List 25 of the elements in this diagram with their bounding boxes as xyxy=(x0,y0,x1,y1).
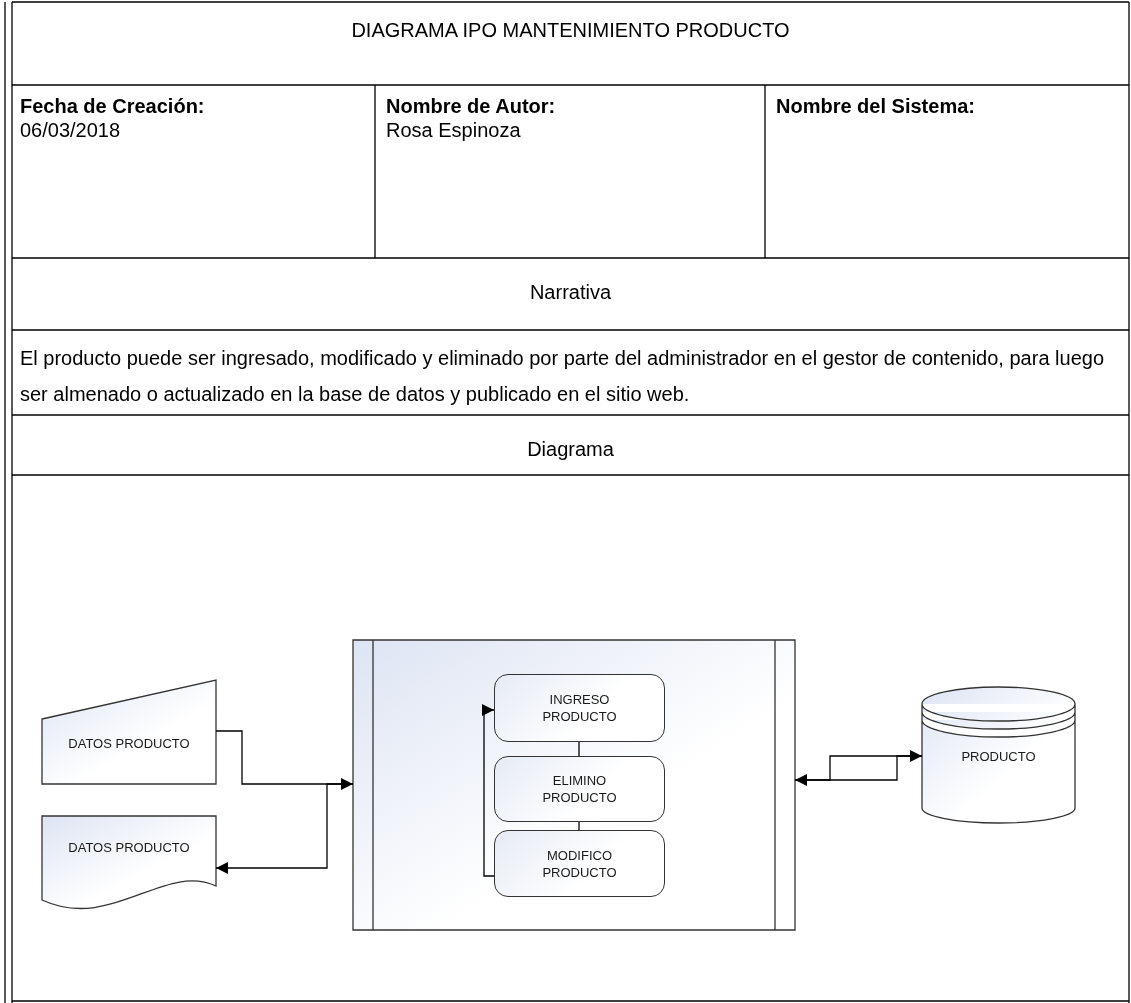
title: DIAGRAMA IPO MANTENIMIENTO PRODUCTO xyxy=(350,18,791,42)
section-heading: Diagrama xyxy=(526,437,615,461)
database-cylinder xyxy=(922,686,1075,823)
field-label: Nombre de Autor: xyxy=(386,94,557,118)
process-step-box xyxy=(494,674,665,742)
field-label: Fecha de Creación: xyxy=(20,94,206,118)
connector-line xyxy=(578,821,580,831)
node-label: ELIMINO PRODUCTO xyxy=(541,772,618,806)
section-heading: Narrativa xyxy=(528,280,613,304)
process-step-box xyxy=(494,756,665,822)
manual-input-shape xyxy=(42,680,216,784)
connector-line xyxy=(578,741,580,757)
node-label: DATOS PRODUCTO xyxy=(67,735,191,753)
process-box xyxy=(353,640,795,930)
node-label: INGRESO PRODUCTO xyxy=(541,691,618,725)
arrow xyxy=(482,704,495,877)
author-name: Rosa Espinoza xyxy=(386,118,522,142)
date-value: 06/03/2018 xyxy=(20,118,122,142)
field-label: Nombre del Sistema: xyxy=(776,94,976,118)
node-label: DATOS PRODUCTO xyxy=(67,838,191,856)
node-label: MODIFICO PRODUCTO xyxy=(541,846,618,881)
process-step-box xyxy=(494,830,665,897)
arrow xyxy=(215,783,354,874)
narrative-text: El producto puede ser ingresado, modificado y eliminado por parte del administrador en el gestor de contenido, para luego ser almenado o actualizado en la base de datos y publicado en el sitio web. xyxy=(20,346,1105,407)
node-label: PRODUCTO xyxy=(960,748,1037,766)
